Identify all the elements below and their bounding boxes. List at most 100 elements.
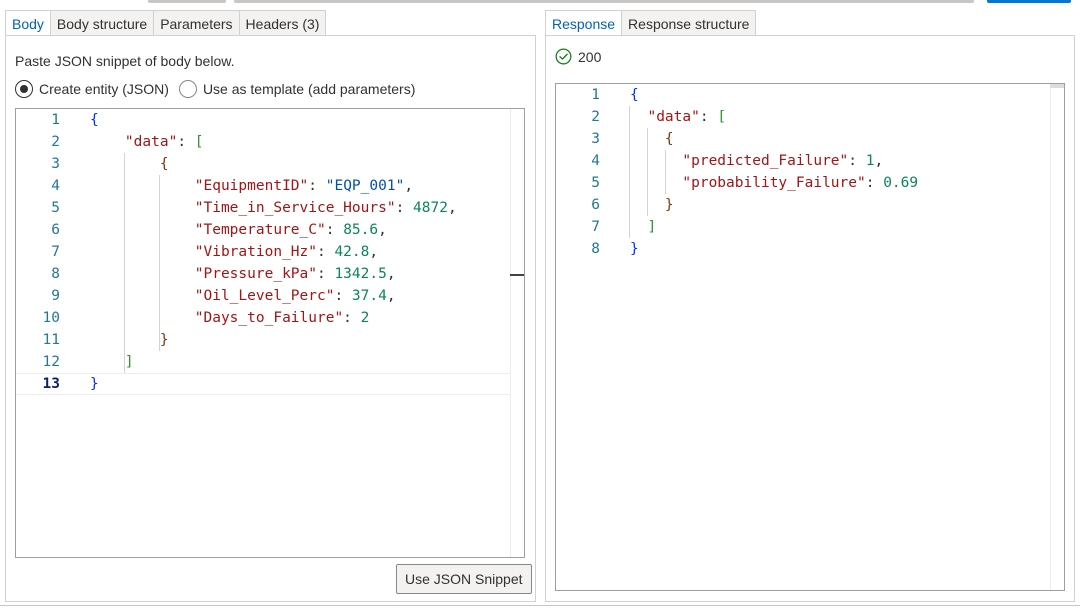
- code-token: :: [848, 153, 866, 169]
- line-number: 7: [591, 219, 600, 235]
- response-status: 200: [555, 48, 601, 65]
- code-token: 85.6: [343, 222, 379, 238]
- code-token: [90, 310, 195, 326]
- code-token: }: [159, 332, 169, 348]
- code-token: "Vibration_Hz": [194, 244, 317, 260]
- code-token: [90, 266, 195, 282]
- editor-scrollbar[interactable]: [510, 109, 524, 557]
- code-token: [90, 134, 125, 150]
- code-token: [90, 200, 195, 216]
- toolbar-primary-button: [987, 0, 1071, 3]
- viewer-scrollbar[interactable]: [1050, 84, 1064, 590]
- code-token: 2: [360, 310, 370, 326]
- code-text: {: [90, 109, 99, 131]
- toolbar-url-field: [234, 0, 974, 3]
- line-number: 12: [42, 354, 60, 370]
- request-tab-body[interactable]: Body: [5, 10, 51, 36]
- code-token: "data": [647, 109, 700, 125]
- request-tab-headers-3[interactable]: Headers (3): [239, 10, 327, 36]
- code-text: "data": [: [90, 131, 204, 153]
- code-token: [630, 197, 665, 213]
- code-token: "Pressure_kPa": [194, 266, 317, 282]
- indent-guide: [124, 153, 125, 373]
- code-text: "probability_Failure": 0.69: [630, 172, 918, 194]
- line-number: 2: [591, 109, 600, 125]
- code-token: [630, 153, 682, 169]
- line-number: 6: [591, 197, 600, 213]
- code-text: {: [90, 153, 169, 175]
- code-token: [630, 109, 647, 125]
- code-token: ,: [447, 200, 457, 216]
- check-circle-icon: [555, 48, 572, 65]
- code-token: :: [865, 175, 884, 191]
- line-number: 8: [591, 241, 600, 257]
- body-json-editor[interactable]: 1 {2 "data": [ 3 {4 "EquipmentID": "EQP_00…: [15, 108, 525, 558]
- radio-create-entity[interactable]: Create entity (JSON): [15, 80, 169, 98]
- code-token: [90, 178, 195, 194]
- code-token: 1: [865, 153, 875, 169]
- code-token: {: [630, 87, 639, 103]
- line-number: 4: [51, 178, 60, 194]
- code-token: [90, 332, 160, 348]
- code-token: }: [630, 241, 639, 257]
- code-token: 42.8: [334, 244, 370, 260]
- code-token: {: [90, 112, 99, 128]
- code-token: "Time_in_Service_Hours": [194, 200, 396, 216]
- code-text: }: [630, 194, 674, 216]
- code-token: ,: [386, 266, 396, 282]
- response-tab-response-structure[interactable]: Response structure: [622, 10, 757, 36]
- radio-create-label: Create entity (JSON): [39, 81, 169, 97]
- radio-checked-icon: [15, 80, 33, 98]
- line-number: 3: [591, 131, 600, 147]
- code-token: [: [194, 134, 204, 150]
- code-token: {: [664, 131, 674, 147]
- code-token: ,: [369, 244, 379, 260]
- radio-template-label: Use as template (add parameters): [202, 81, 416, 97]
- code-token: "Days_to_Failure": [194, 310, 344, 326]
- indent-guide: [159, 175, 160, 351]
- line-number: 2: [51, 134, 60, 150]
- radio-unchecked-icon: [178, 80, 197, 98]
- code-token: :: [316, 244, 335, 260]
- code-token: "predicted_Failure": [682, 153, 849, 169]
- response-tab-response[interactable]: Response: [545, 10, 623, 36]
- request-body-panel: Paste JSON snippet of body below. Create…: [5, 35, 536, 602]
- indent-guide: [665, 150, 666, 194]
- line-number: 10: [42, 310, 60, 326]
- code-token: ,: [874, 153, 884, 169]
- code-token: }: [664, 197, 674, 213]
- code-token: [90, 354, 125, 370]
- code-token: 0.69: [883, 175, 919, 191]
- response-json-viewer[interactable]: 1{2 "data": [3 {4 "predicted_Failure": 1…: [555, 83, 1065, 591]
- code-token: :: [316, 266, 335, 282]
- code-token: [90, 288, 195, 304]
- code-token: [630, 131, 665, 147]
- line-number: 9: [51, 288, 60, 304]
- code-token: [630, 175, 682, 191]
- code-token: "Oil_Level_Perc": [194, 288, 335, 304]
- line-number: 1: [51, 112, 60, 128]
- line-number: 3: [51, 156, 60, 172]
- code-token: "EquipmentID": [194, 178, 309, 194]
- current-line-highlight: [16, 373, 511, 395]
- line-number: 5: [51, 200, 60, 216]
- code-token: ,: [386, 288, 396, 304]
- code-text: {: [630, 128, 674, 150]
- code-token: "EQP_001": [325, 178, 405, 194]
- request-tab-parameters[interactable]: Parameters: [154, 10, 240, 36]
- line-number: 7: [51, 244, 60, 260]
- request-tab-body-structure[interactable]: Body structure: [50, 10, 155, 36]
- use-json-snippet-button[interactable]: Use JSON Snippet: [396, 564, 532, 594]
- code-token: 1342.5: [334, 266, 387, 282]
- line-number: 1: [591, 87, 600, 103]
- line-number: 11: [42, 332, 60, 348]
- code-text: "EquipmentID": "EQP_001",: [90, 175, 413, 197]
- code-token: :: [308, 178, 326, 194]
- code-token: {: [159, 156, 169, 172]
- radio-use-template[interactable]: Use as template (add parameters): [178, 80, 416, 98]
- code-token: [90, 156, 160, 172]
- scrollbar-thumb[interactable]: [1050, 84, 1064, 88]
